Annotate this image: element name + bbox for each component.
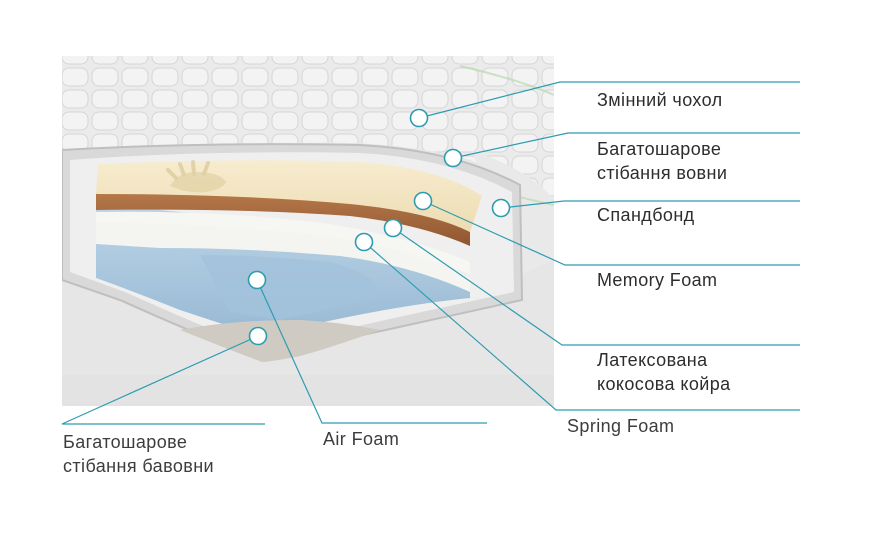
marker-cotton-quilting: [250, 328, 267, 345]
label-line: Багатошарове: [597, 137, 727, 161]
label-line: Латексована: [597, 348, 731, 372]
label-line: Змінний чохол: [597, 88, 723, 112]
marker-spring-foam: [356, 234, 373, 251]
label-line: кокосова койра: [597, 372, 731, 396]
label-line: Багатошарове: [63, 430, 214, 454]
marker-air-foam: [249, 272, 266, 289]
label-air-foam: Air Foam: [323, 427, 399, 451]
label-line: Memory Foam: [597, 268, 717, 292]
marker-spunbond: [493, 200, 510, 217]
mattress-photo: [62, 56, 554, 406]
label-line: Спандбонд: [597, 203, 695, 227]
label-spring-foam: Spring Foam: [567, 414, 674, 438]
marker-memory-foam: [415, 193, 432, 210]
marker-wool-quilting: [445, 150, 462, 167]
marker-removable-cover: [411, 110, 428, 127]
label-spunbond: Спандбонд: [597, 203, 695, 227]
label-line: стібання вовни: [597, 161, 727, 185]
label-removable-cover: Змінний чохол: [597, 88, 723, 112]
marker-latex-coir: [385, 220, 402, 237]
label-line: стібання бавовни: [63, 454, 214, 478]
label-line: Spring Foam: [567, 414, 674, 438]
label-memory-foam: Memory Foam: [597, 268, 717, 292]
label-line: Air Foam: [323, 427, 399, 451]
